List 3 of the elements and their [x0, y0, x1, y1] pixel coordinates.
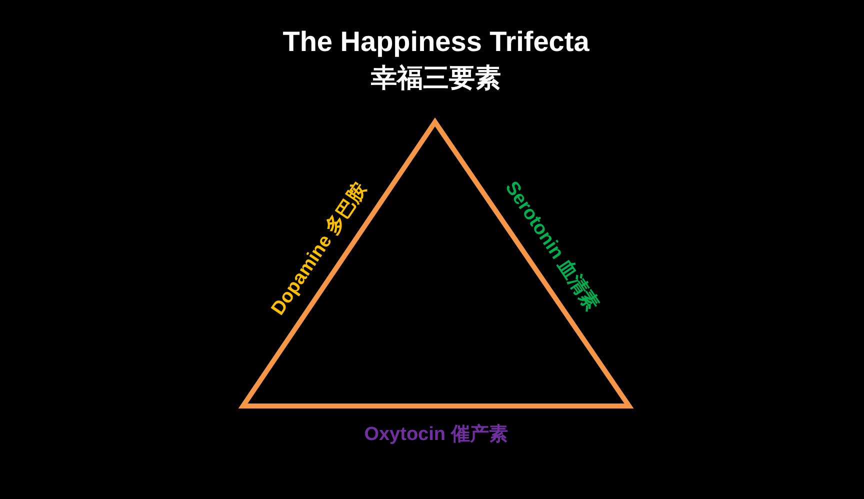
- subtitle: 幸福三要素: [371, 62, 501, 94]
- side-label: Oxytocin 催产素: [364, 422, 508, 447]
- title: The Happiness Trifecta: [282, 26, 590, 58]
